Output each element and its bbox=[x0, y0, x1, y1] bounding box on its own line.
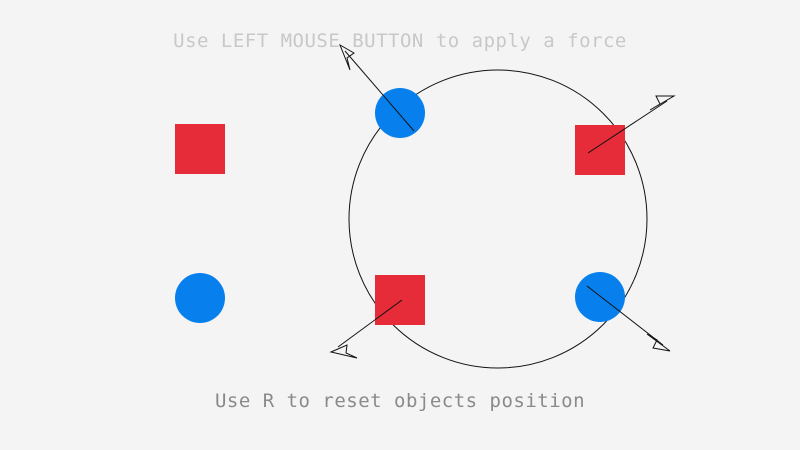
force-arrow-top-right bbox=[587, 95, 676, 154]
body-square-bottom-center[interactable] bbox=[375, 275, 425, 325]
force-arrow-bottom-right bbox=[586, 285, 671, 352]
body-circle-bottom-left[interactable] bbox=[175, 273, 225, 323]
body-square-top-left[interactable] bbox=[175, 124, 225, 174]
body-square-top-right[interactable] bbox=[575, 125, 625, 175]
body-circle-bottom-right[interactable] bbox=[575, 272, 625, 322]
body-circle-top-center[interactable] bbox=[375, 88, 425, 138]
hint-apply-force: Use LEFT MOUSE BUTTON to apply a force bbox=[173, 30, 627, 52]
force-arrow-bottom-center bbox=[329, 299, 403, 359]
orbit-circle bbox=[348, 69, 648, 369]
force-arrow-top-center bbox=[339, 43, 415, 132]
hint-reset-objects: Use R to reset objects position bbox=[214, 390, 586, 412]
